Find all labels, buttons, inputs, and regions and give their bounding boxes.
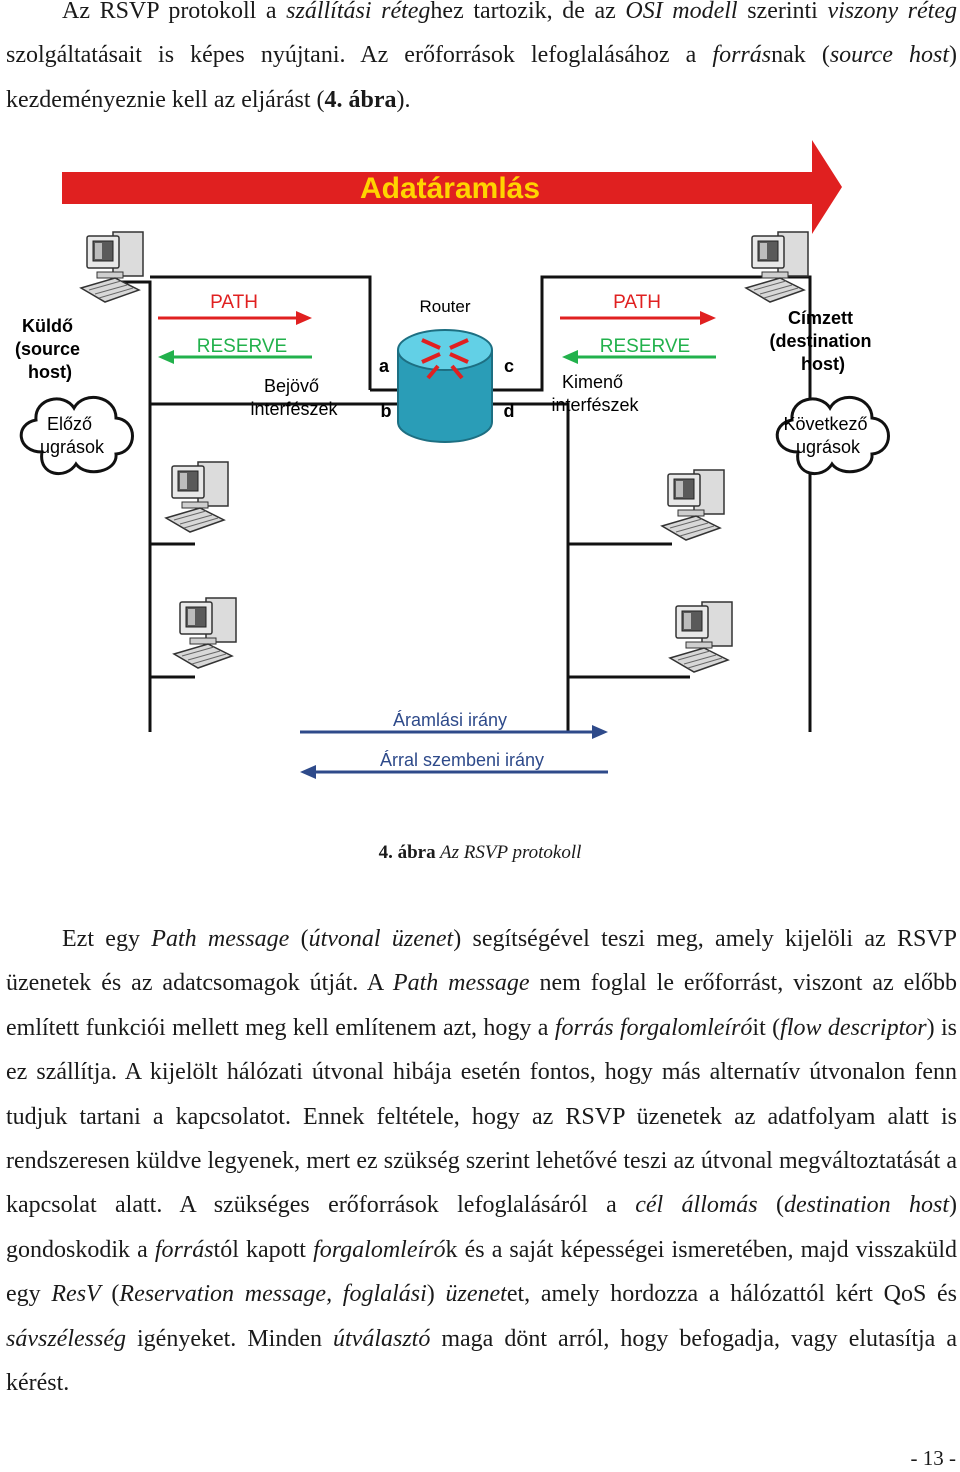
host-computer-icon xyxy=(173,597,237,669)
right-path-arrow xyxy=(560,311,716,325)
figure-number: 4. ábra xyxy=(378,842,436,863)
text-run-italic: ResV xyxy=(51,1281,101,1308)
text-run-italic: szállítási réteg xyxy=(286,0,431,24)
text-run: it ( xyxy=(752,1014,781,1041)
right-interfaces-label: Kimenő interfészek xyxy=(551,372,639,415)
left-path-label: PATH xyxy=(210,292,258,313)
router-label: Router xyxy=(419,297,470,316)
text-run-italic: útválasztó xyxy=(333,1325,431,1352)
text-run-italic: viszony réteg xyxy=(827,0,957,24)
network-lines xyxy=(120,275,812,732)
host-computer-icon xyxy=(661,469,725,541)
text-run: ) gondoskodik a xyxy=(6,1192,958,1263)
next-hops-label: Következő ugrások xyxy=(783,414,872,457)
port-d-label: d xyxy=(504,401,515,421)
host-computer-icon xyxy=(165,461,229,533)
text-run: ). xyxy=(396,86,411,113)
right-reserve-arrow xyxy=(562,350,716,364)
right-path-label: PATH xyxy=(613,292,661,313)
data-flow-banner-label: Adatáramlás xyxy=(360,172,540,205)
sender-label: Küldő (source host) xyxy=(15,316,85,382)
text-run: ( xyxy=(289,926,309,952)
router xyxy=(397,329,493,443)
body-paragraph: Ezt egy Path message (útvonal üzenet) se… xyxy=(6,917,957,1405)
text-run: nak ( xyxy=(771,42,830,69)
legend-backward-label: Árral szembeni irány xyxy=(380,750,544,770)
rsvp-diagram: Adatáramlás Router a b c d PATH xyxy=(15,140,890,779)
next-hops-cloud xyxy=(775,395,890,476)
receiver-computer-icon xyxy=(745,231,809,303)
text-run: ( xyxy=(757,1192,784,1219)
port-c-label: c xyxy=(504,356,514,376)
text-run-italic: Reservation message, foglalási xyxy=(119,1281,427,1308)
text-run: igényeket. Minden xyxy=(125,1325,333,1352)
text-run-italic: cél állomás xyxy=(635,1192,758,1219)
right-reserve-label: RESERVE xyxy=(600,336,690,357)
data-flow-banner-arrow xyxy=(62,140,842,234)
sender-computer-icon xyxy=(80,231,144,303)
text-run: ) is ez szállítja. A kijelölt hálózati ú… xyxy=(6,1014,958,1219)
text-run: tól kapott xyxy=(213,1236,314,1263)
left-reserve-label: RESERVE xyxy=(197,336,287,357)
left-reserve-arrow xyxy=(158,350,312,364)
legend-forward-arrow xyxy=(300,725,608,739)
text-run: ) xyxy=(426,1281,446,1308)
text-run-italic: üzenet xyxy=(445,1281,507,1308)
left-interfaces-label: Bejövő interfészek xyxy=(250,376,338,419)
text-run: et, amely hordozza a hálózattól kért QoS… xyxy=(506,1281,957,1308)
left-path-arrow xyxy=(158,311,312,325)
text-run: ) kezdeményeznie kell az eljárást ( xyxy=(6,42,958,113)
port-a-label: a xyxy=(379,356,390,376)
text-run: ) segítségével teszi meg, amely kijelöli… xyxy=(6,926,957,997)
text-run: k és a saját képességei ismeretében, maj… xyxy=(6,1236,957,1308)
text-run-italic: forrás forgalomleíró xyxy=(554,1014,753,1041)
host-computer-icon xyxy=(669,601,733,673)
previous-hops-label: Előző ugrások xyxy=(40,414,105,457)
figure-reference: 4. ábra xyxy=(324,86,397,113)
legend-backward-arrow xyxy=(300,765,608,779)
port-b-label: b xyxy=(381,401,392,421)
legend-forward-label: Áramlási irány xyxy=(393,710,507,730)
text-run: Ezt egy xyxy=(62,926,152,952)
text-run: ( xyxy=(100,1281,120,1308)
text-run: szerinti xyxy=(737,0,828,24)
text-run: hez tartozik, de az xyxy=(430,0,626,24)
intro-paragraph: Az RSVP protokoll a szállítási réteghez … xyxy=(6,0,957,122)
text-run-italic: destination host xyxy=(783,1192,950,1219)
previous-hops-cloud xyxy=(19,395,134,476)
figure-caption: 4. ábra Az RSVP protokoll xyxy=(0,842,960,864)
text-run: maga dönt arról, hogy befogadja, vagy el… xyxy=(6,1325,957,1397)
text-run-italic: flow descriptor xyxy=(780,1014,927,1041)
text-run-italic: sávszélesség xyxy=(6,1325,126,1352)
page-number: - 13 - xyxy=(910,1446,957,1470)
text-run: szolgáltatásait is képes nyújtani. Az er… xyxy=(6,42,713,69)
text-run-italic: forgalomleíró xyxy=(313,1236,446,1263)
text-run: Az RSVP protokoll a xyxy=(62,0,287,24)
receiver-label: Címzett (destination host) xyxy=(769,308,876,374)
text-run-italic: Path message xyxy=(151,926,290,952)
text-run-italic: OSI modell xyxy=(625,0,738,24)
text-run-italic: forrás xyxy=(712,42,772,69)
text-run: nem foglal le erőforrást, viszont az elő… xyxy=(6,970,957,1041)
text-run-italic: Path message xyxy=(392,970,530,997)
text-run-italic: útvonal üzenet xyxy=(308,926,454,952)
text-run-italic: source host xyxy=(829,42,950,69)
text-run-italic: forrás xyxy=(154,1236,214,1263)
figure-title: Az RSVP protokoll xyxy=(435,842,582,863)
